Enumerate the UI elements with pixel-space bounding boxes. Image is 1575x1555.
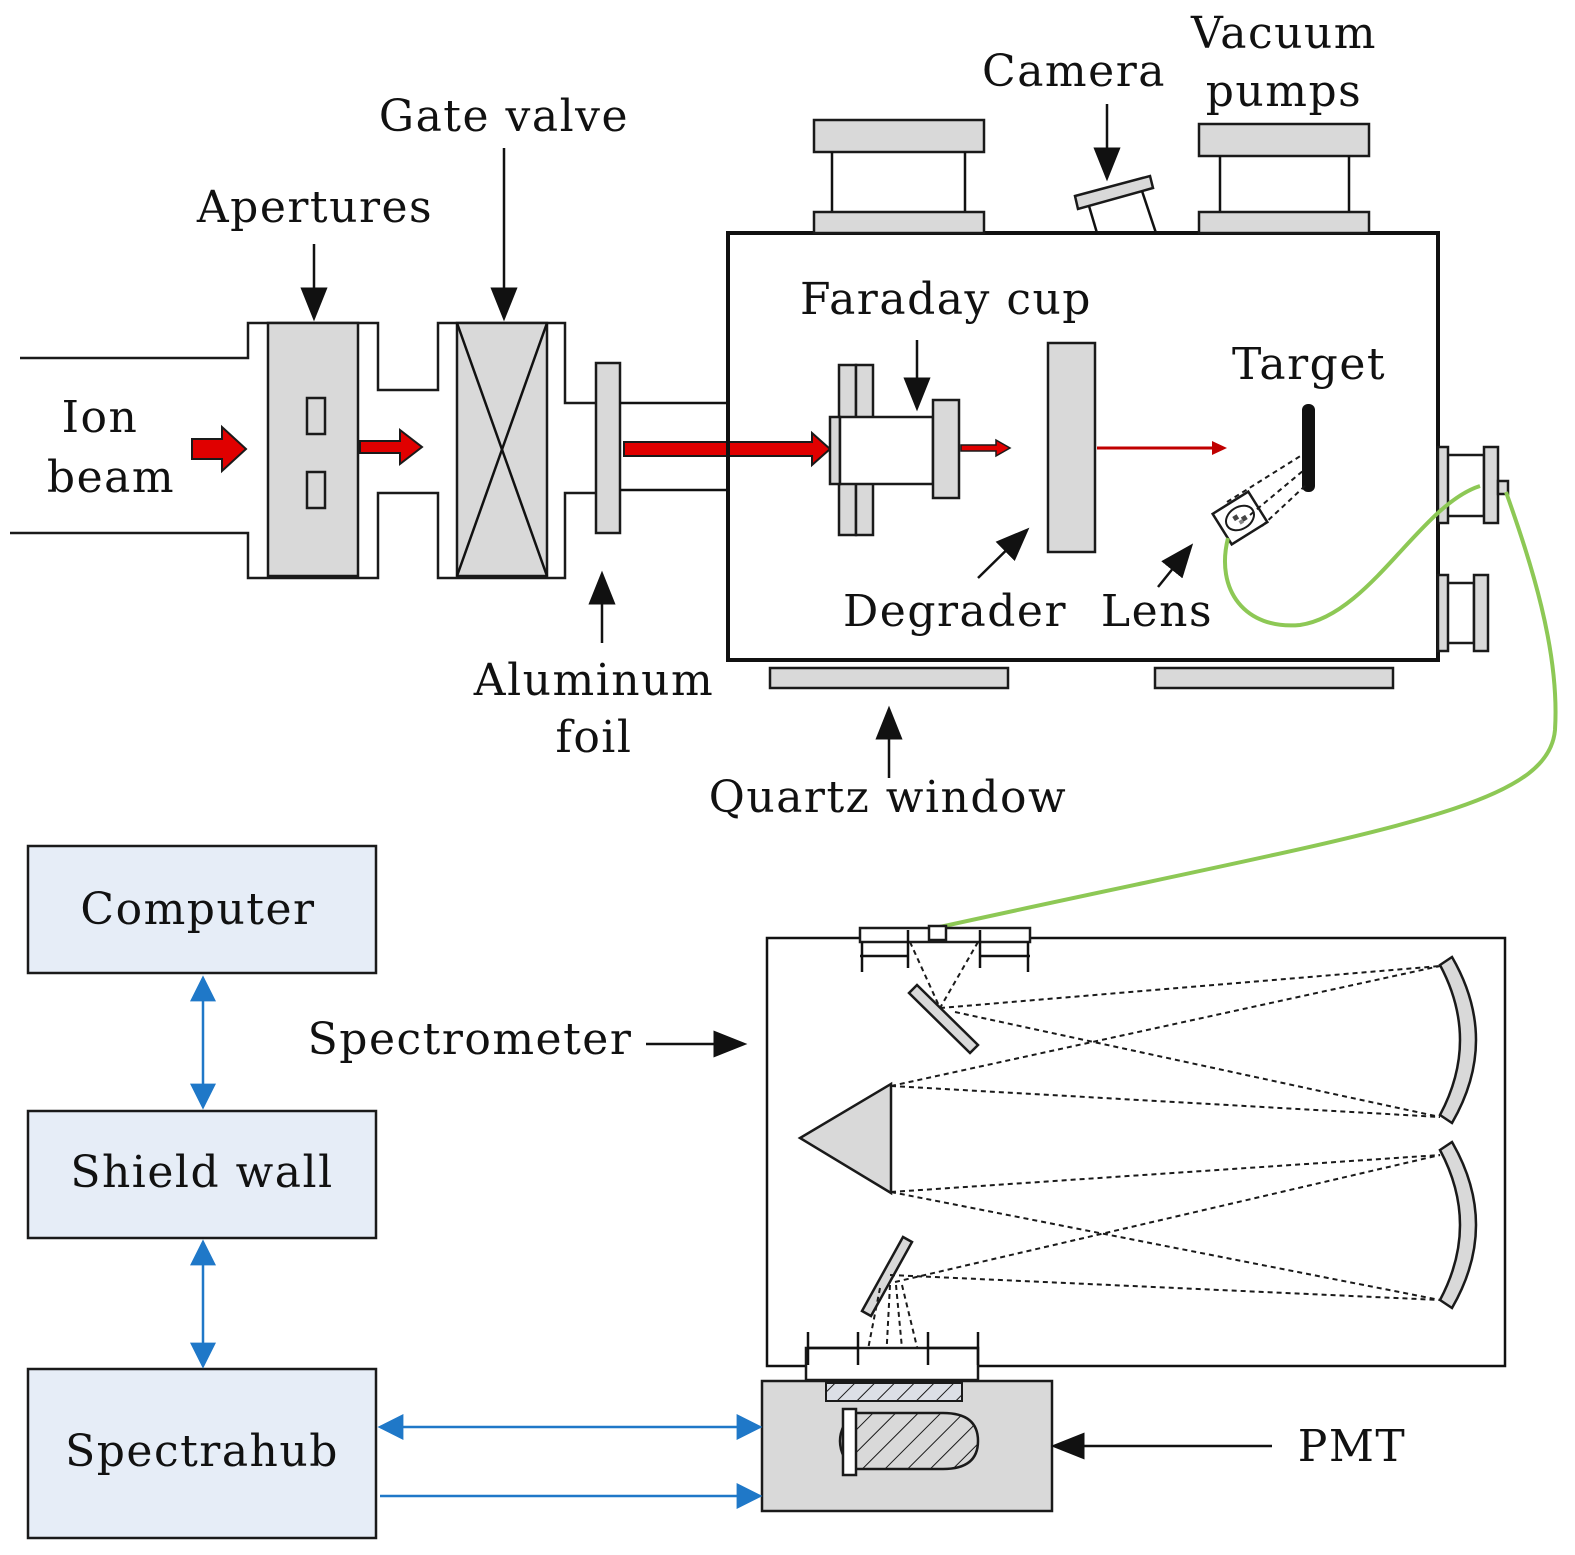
text-labels: Ion beam Apertures Gate valve Aluminum f… xyxy=(47,8,1407,1472)
faraday-cup-flange xyxy=(931,398,961,500)
top-port-base xyxy=(812,210,986,235)
camera-label: Camera xyxy=(982,46,1166,97)
feedthrough-upper-base xyxy=(1436,445,1450,525)
feedthrough-lower-base xyxy=(1436,573,1450,653)
computer-box xyxy=(26,844,378,975)
camera-mount-right xyxy=(1140,190,1158,234)
faraday-cup-body xyxy=(838,415,935,486)
fiber-inside-chamber xyxy=(1222,484,1481,628)
vacuum-pump-flange xyxy=(1197,122,1371,158)
lens-pointer xyxy=(1157,543,1194,588)
target-plate xyxy=(1302,404,1315,492)
shield-wall-box xyxy=(26,1109,378,1240)
spectrometer-housing xyxy=(765,936,1507,1368)
quartz-window-left xyxy=(768,666,1010,690)
degrader-pointer xyxy=(977,527,1030,579)
computer-label: Computer xyxy=(80,884,315,935)
pmt-filter xyxy=(825,1382,963,1402)
vacuum-pump-base xyxy=(1197,210,1371,235)
ion-beam-label-line1: Ion xyxy=(62,392,139,443)
aperture-chamber-top xyxy=(268,321,598,405)
pmt xyxy=(760,1379,1054,1513)
concave-mirror-upper xyxy=(1438,955,1478,1125)
pmt-window xyxy=(841,1407,858,1477)
gate-valve-cross-b xyxy=(455,322,549,577)
beam-pipe-top-wall xyxy=(20,321,268,360)
faraday-cup-entrance xyxy=(828,415,842,486)
vacuum-pumps-label-line2: pumps xyxy=(1206,66,1362,117)
degrader-label: Degrader xyxy=(843,586,1067,637)
aluminum-foil-label-line2: foil xyxy=(556,712,633,763)
target-chamber xyxy=(726,118,1510,690)
entrance-slit xyxy=(927,924,948,942)
gate-valve-label: Gate valve xyxy=(379,91,629,142)
top-port-flange xyxy=(812,118,986,154)
faraday-cup-label: Faraday cup xyxy=(800,274,1092,325)
ion-beam-label-line2: beam xyxy=(47,452,175,503)
beamline xyxy=(10,321,1227,580)
optical-ray-paths xyxy=(861,941,1441,1381)
ion-beam-arrow-2 xyxy=(359,427,424,467)
spectrahub-label: Spectrahub xyxy=(65,1426,339,1477)
ion-beam-arrowhead-5 xyxy=(1212,441,1227,455)
control-chain: Computer Shield wall Spectrahub xyxy=(26,844,763,1540)
spectrometer-label: Spectrometer xyxy=(308,1014,633,1065)
feedthrough-upper-flange xyxy=(1482,445,1500,525)
ion-beam-arrow-4 xyxy=(960,438,1012,458)
feedthrough-lower-flange xyxy=(1472,573,1490,653)
ion-beam-arrow-1 xyxy=(191,424,248,474)
quartz-window-right xyxy=(1153,666,1395,690)
target-label: Target xyxy=(1232,339,1386,390)
dispersing-prism xyxy=(797,1081,893,1196)
spectrometer xyxy=(765,924,1507,1382)
light-cone-upper xyxy=(1226,454,1303,503)
fiber-connector xyxy=(1496,479,1510,496)
aperture-slot-lower xyxy=(305,470,327,510)
collection-lens xyxy=(1210,489,1270,547)
fiber-to-spectrometer xyxy=(934,491,1558,930)
pmt-label: PMT xyxy=(1298,1421,1407,1472)
pmt-tube xyxy=(853,1411,980,1471)
concave-mirror-lower xyxy=(1438,1140,1478,1310)
fold-mirror-lower xyxy=(860,1235,914,1318)
aluminum-foil-flange xyxy=(594,361,622,535)
exit-slit-housing xyxy=(804,1346,980,1382)
vacuum-pumps-label-line1: Vacuum xyxy=(1190,8,1377,59)
light-cone-middle xyxy=(1249,469,1305,516)
aperture-block xyxy=(266,321,360,578)
pmt-housing xyxy=(760,1379,1054,1513)
degrader-plate xyxy=(1046,341,1097,554)
beam-pipe-bottom-wall xyxy=(10,531,268,580)
light-cone-lower xyxy=(1261,484,1307,527)
shield-wall-label: Shield wall xyxy=(70,1147,333,1198)
apertures-label: Apertures xyxy=(196,182,433,233)
camera-body xyxy=(1073,174,1155,211)
pointer-arrows xyxy=(300,104,1272,1460)
spectrahub-box xyxy=(26,1367,378,1540)
aperture-slot-upper xyxy=(305,396,327,436)
aluminum-foil-label-line1: Aluminum xyxy=(473,655,714,706)
aperture-chamber-bottom xyxy=(268,491,598,580)
fold-mirror-upper xyxy=(907,983,980,1055)
lens-label: Lens xyxy=(1101,586,1213,637)
feedthrough-lower-body xyxy=(1448,581,1476,645)
camera-mount-left xyxy=(1087,205,1099,234)
quartz-window-label: Quartz window xyxy=(709,772,1067,823)
